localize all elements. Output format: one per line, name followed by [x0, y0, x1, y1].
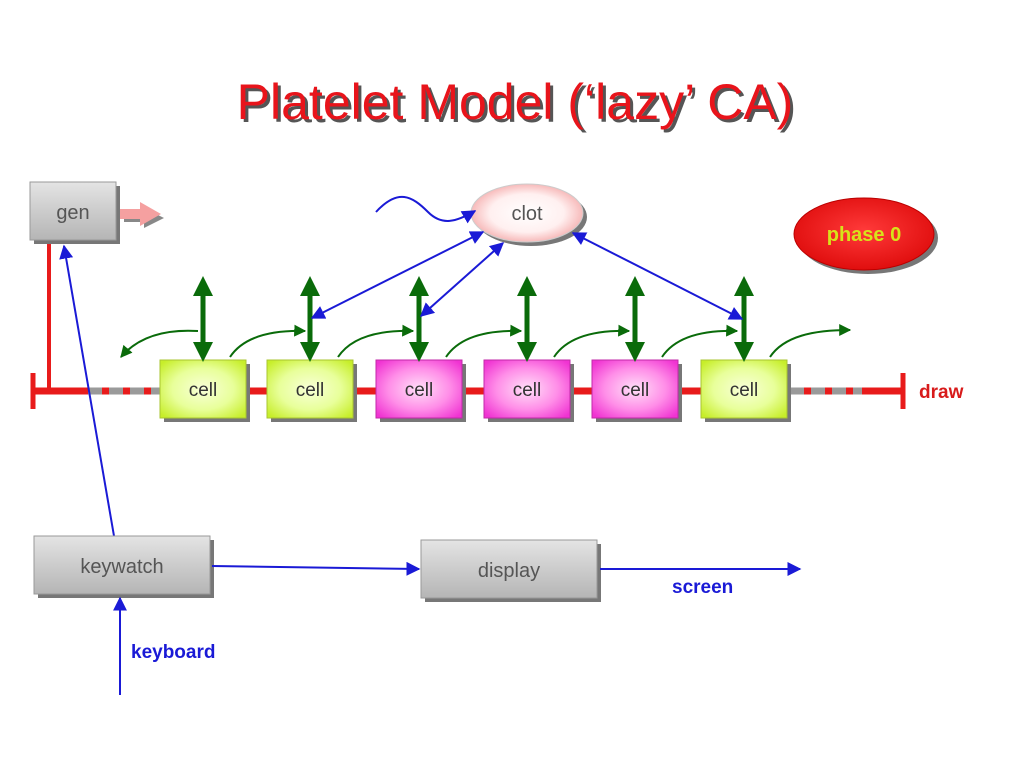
cell-5: cell	[591, 359, 682, 422]
neighbor-arrow	[337, 324, 415, 358]
neighbor-arrow	[120, 329, 199, 358]
cell-label: cell	[621, 380, 650, 401]
clot-arrow-cell-6	[571, 232, 744, 320]
cell-label: cell	[513, 380, 542, 401]
cell-6: cell	[700, 359, 791, 422]
clot-cell-arrows	[310, 231, 744, 320]
keywatch-node: keywatch	[33, 535, 214, 598]
page-title-text: Platelet Model (‘lazy’ CA)	[237, 74, 794, 130]
cell-label: cell	[730, 380, 759, 401]
clot-wave-input	[375, 195, 477, 224]
cell-1: cell	[159, 359, 250, 422]
neighbor-arrow	[553, 324, 631, 358]
gen-label: gen	[56, 202, 89, 224]
display-node: display	[420, 539, 601, 602]
neighbor-arrow	[445, 324, 523, 358]
draw-label: draw	[919, 382, 964, 403]
cell-3: cell	[375, 359, 466, 422]
keywatch-label: keywatch	[80, 556, 163, 578]
clot-arrow-cell-2	[310, 231, 485, 319]
keywatch-to-display-arrow	[211, 561, 421, 576]
phase-node: phase 0	[793, 197, 938, 274]
gen-output-arrow	[120, 202, 164, 228]
gen-node: gen	[29, 181, 120, 244]
page-title: Platelet Model (‘lazy’ CA) Platelet Mode…	[237, 74, 797, 133]
cell-label: cell	[405, 380, 434, 401]
clot-label: clot	[511, 203, 543, 225]
phase-label: phase 0	[827, 224, 901, 246]
cell-label: cell	[189, 380, 218, 401]
screen-label: screen	[672, 577, 733, 598]
neighbor-arrows	[120, 324, 852, 358]
cell-4: cell	[483, 359, 574, 422]
cell-phase-arrows	[193, 276, 754, 362]
neighbor-arrow	[661, 324, 739, 358]
clot-node: clot	[470, 183, 587, 246]
neighbor-arrow	[769, 324, 852, 358]
cell-label: cell	[296, 380, 325, 401]
keyboard-label: keyboard	[131, 642, 215, 663]
keywatch-to-gen-arrow	[59, 244, 115, 537]
cell-row: cell cell cell cell cell cell	[159, 359, 791, 422]
cell-2: cell	[266, 359, 357, 422]
clot-arrow-cell-3	[419, 242, 505, 317]
page-title-shadow: Platelet Model (‘lazy’ CA)	[240, 77, 797, 133]
neighbor-arrow	[229, 324, 307, 358]
display-label: display	[478, 560, 540, 582]
